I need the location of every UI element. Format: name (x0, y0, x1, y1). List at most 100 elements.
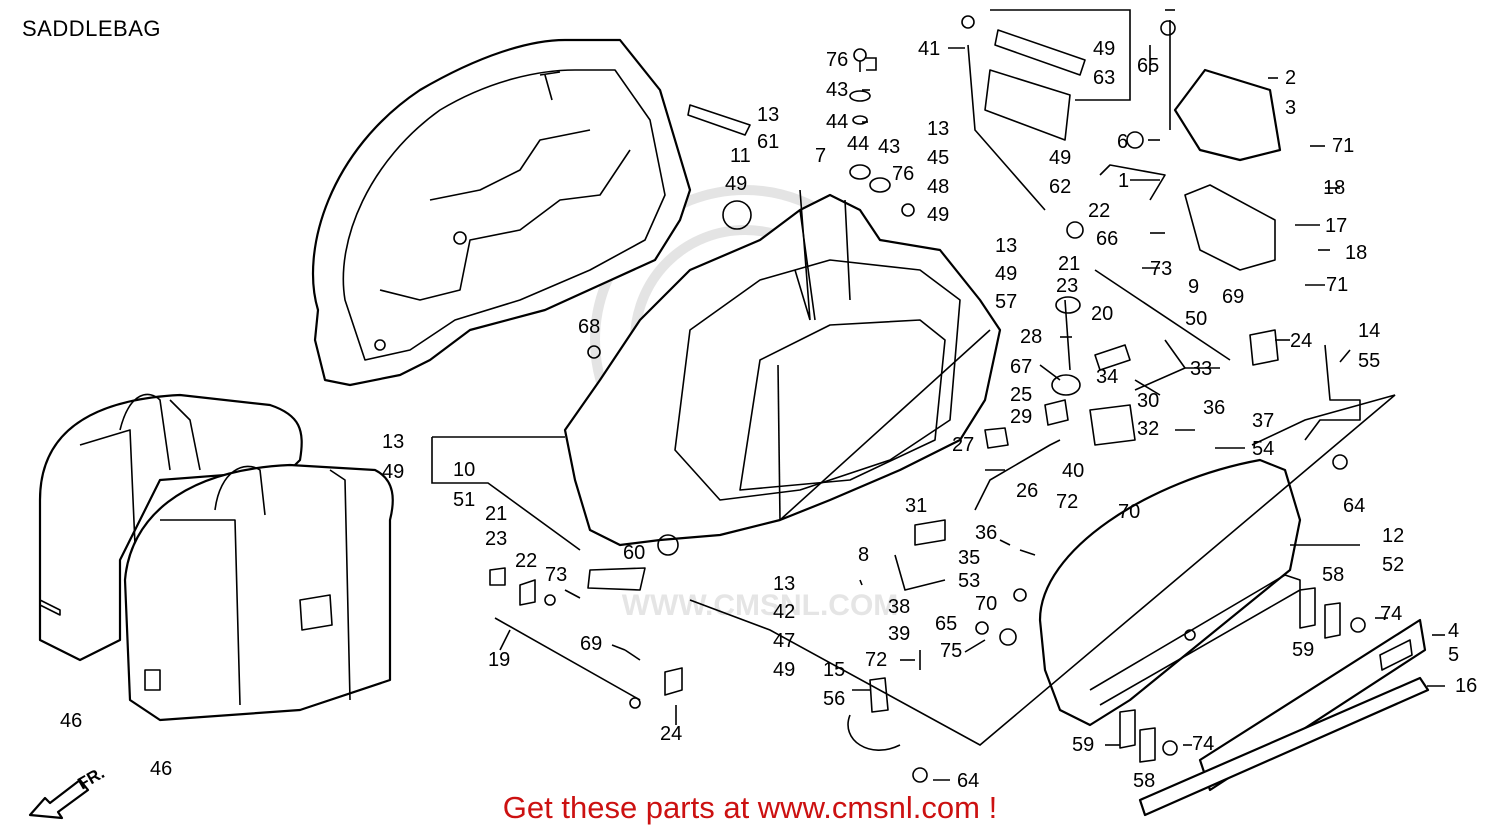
callout-labels: 76 43 44 41 49 63 65 2 3 13 61 11 49 7 4… (60, 38, 1477, 792)
callout-c18b: 18 (1345, 242, 1367, 264)
callout-c37: 37 (1252, 410, 1274, 432)
callout-c72b: 72 (865, 649, 887, 671)
callout-c15: 15 (823, 659, 845, 681)
callout-c48: 48 (927, 176, 949, 198)
callout-c76b: 76 (892, 163, 914, 185)
callout-c21b: 21 (485, 503, 507, 525)
callout-c68: 68 (578, 316, 600, 338)
callout-c69a: 69 (1222, 286, 1244, 308)
callout-c70b: 70 (975, 593, 997, 615)
callout-c38: 38 (888, 596, 910, 618)
callout-c4: 4 (1448, 620, 1459, 642)
callout-c41: 41 (918, 38, 940, 60)
callout-c59b: 59 (1072, 734, 1094, 756)
callout-c22a: 22 (1088, 200, 1110, 222)
callout-c49e: 49 (995, 263, 1017, 285)
callout-c49f: 49 (382, 461, 404, 483)
callout-c8: 8 (858, 544, 869, 566)
callout-c17: 17 (1325, 215, 1347, 237)
callout-c44a: 44 (826, 111, 848, 133)
callout-c58b: 58 (1133, 770, 1155, 792)
callout-c70a: 70 (1118, 501, 1140, 523)
callout-c71a: 71 (1332, 135, 1354, 157)
callout-c69b: 69 (580, 633, 602, 655)
leader-lines (431, 9, 1445, 781)
callout-c51: 51 (453, 489, 475, 511)
callout-c63: 63 (1093, 67, 1115, 89)
callout-c72a: 72 (1056, 491, 1078, 513)
callout-c46a: 46 (60, 710, 82, 732)
callout-c19: 19 (488, 649, 510, 671)
diagram-title: SADDLEBAG (22, 16, 161, 41)
callout-c61: 61 (757, 131, 779, 153)
callout-c67: 67 (1010, 356, 1032, 378)
callout-c42: 42 (773, 601, 795, 623)
callout-c14: 14 (1358, 320, 1380, 342)
callout-c73b: 73 (545, 564, 567, 586)
callout-c23b: 23 (485, 528, 507, 550)
callout-c10: 10 (453, 459, 475, 481)
saddlebag-case-part (563, 193, 1002, 547)
callout-c5: 5 (1448, 644, 1459, 666)
callout-c64a: 64 (1343, 495, 1365, 517)
callout-c40: 40 (1062, 460, 1084, 482)
callout-c44b: 44 (847, 133, 869, 155)
callout-c12: 12 (1382, 525, 1404, 547)
saddlebag-inner-bag-right (123, 463, 394, 722)
callout-c13c: 13 (995, 235, 1017, 257)
callout-c30: 30 (1137, 390, 1159, 412)
callout-c49a: 49 (1093, 38, 1115, 60)
callout-c49g: 49 (773, 659, 795, 681)
callout-c28: 28 (1020, 326, 1042, 348)
callout-c18a: 18 (1323, 177, 1345, 199)
callout-c9: 9 (1188, 276, 1199, 298)
tail-light-part (1066, 68, 1282, 271)
callout-c29: 29 (1010, 406, 1032, 428)
callout-c31: 31 (905, 495, 927, 517)
callout-c13d: 13 (382, 431, 404, 453)
callout-c33: 33 (1190, 358, 1212, 380)
callout-c75: 75 (940, 640, 962, 662)
callout-c21a: 21 (1058, 253, 1080, 275)
callout-c24b: 24 (660, 723, 682, 745)
callout-c13a: 13 (757, 104, 779, 126)
callout-c43a: 43 (826, 79, 848, 101)
callout-c1: 1 (1118, 170, 1129, 192)
callout-c56: 56 (823, 688, 845, 710)
callout-c45: 45 (927, 147, 949, 169)
callout-c74b: 74 (1192, 733, 1214, 755)
callout-c20: 20 (1091, 303, 1113, 325)
callout-c34: 34 (1096, 366, 1118, 388)
callout-c2: 2 (1285, 67, 1296, 89)
saddlebag-lid-part (1038, 458, 1302, 727)
callout-c55: 55 (1358, 350, 1380, 372)
callout-c49c: 49 (927, 204, 949, 226)
watermark-text: WWW.CMSNL.COM (622, 589, 899, 622)
callout-c6: 6 (1117, 131, 1128, 153)
callout-c60: 60 (623, 542, 645, 564)
callout-c36b: 36 (975, 522, 997, 544)
callout-c58a: 58 (1322, 564, 1344, 586)
callout-c76a: 76 (826, 49, 848, 71)
callout-c43b: 43 (878, 136, 900, 158)
callout-c50: 50 (1185, 308, 1207, 330)
callout-c46b: 46 (150, 758, 172, 780)
callout-c62: 62 (1049, 176, 1071, 198)
callout-c25: 25 (1010, 384, 1032, 406)
callout-c11: 11 (730, 145, 751, 167)
callout-c32: 32 (1137, 418, 1159, 440)
callout-c26: 26 (1016, 480, 1038, 502)
callout-c64b: 64 (957, 770, 979, 792)
callout-c74a: 74 (1380, 603, 1402, 625)
promo-text: Get these parts at www.cmsnl.com ! (502, 790, 998, 825)
trunk-lid-part (311, 38, 692, 387)
callout-c65b: 65 (935, 613, 957, 635)
callout-c59a: 59 (1292, 639, 1314, 661)
callout-c71b: 71 (1326, 274, 1348, 296)
callout-c54: 54 (1252, 438, 1274, 460)
callout-c47: 47 (773, 630, 795, 652)
callout-c52: 52 (1382, 554, 1404, 576)
callout-c39: 39 (888, 623, 910, 645)
callout-c27: 27 (952, 434, 974, 456)
